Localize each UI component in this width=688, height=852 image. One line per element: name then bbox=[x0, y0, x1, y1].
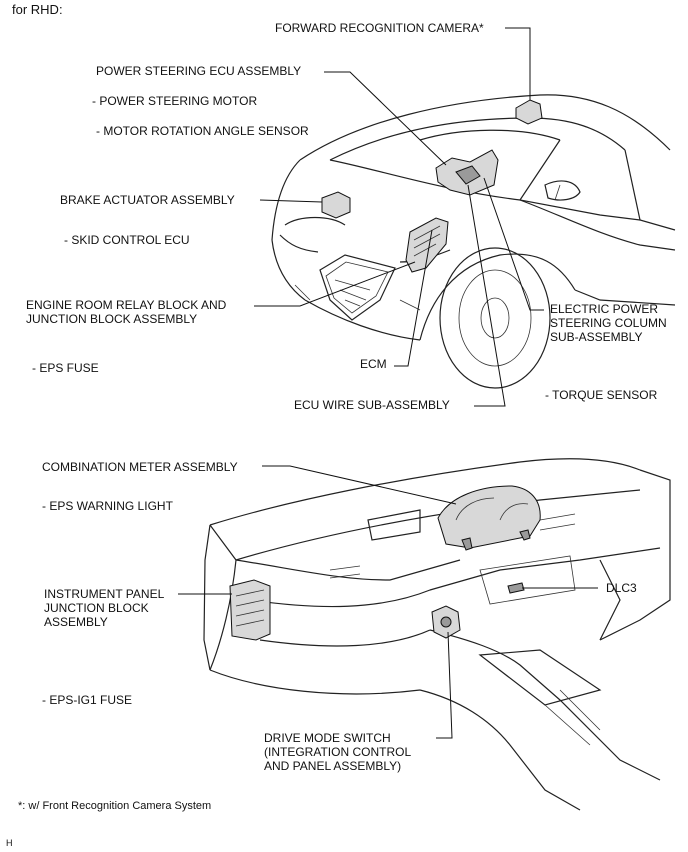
bottom-leader-lines bbox=[178, 465, 598, 739]
corner-mark: H bbox=[6, 838, 13, 848]
variant-label: for RHD: bbox=[12, 2, 63, 17]
label-eps-column-line2: STEERING COLUMN bbox=[550, 316, 667, 330]
label-dlc3: DLC3 bbox=[606, 581, 637, 595]
label-power-steering-ecu: POWER STEERING ECU ASSEMBLY bbox=[96, 64, 302, 78]
label-motor-rotation-angle-sensor: - MOTOR ROTATION ANGLE SENSOR bbox=[96, 124, 309, 138]
label-eps-fuse: - EPS FUSE bbox=[32, 361, 99, 375]
label-ip-junction-line2: JUNCTION BLOCK bbox=[44, 601, 149, 615]
label-eps-ig1-fuse: - EPS-IG1 FUSE bbox=[42, 693, 133, 707]
label-ip-junction-line3: ASSEMBLY bbox=[44, 615, 108, 629]
top-parts bbox=[321, 99, 543, 273]
label-torque-sensor: - TORQUE SENSOR bbox=[545, 388, 658, 402]
label-engine-room-relay-line2: JUNCTION BLOCK ASSEMBLY bbox=[26, 312, 198, 326]
label-ecm: ECM bbox=[360, 357, 387, 371]
bottom-parts bbox=[229, 485, 541, 641]
label-drive-mode-line1: DRIVE MODE SWITCH bbox=[264, 731, 391, 745]
label-drive-mode-line3: AND PANEL ASSEMBLY) bbox=[264, 759, 402, 773]
label-ip-junction-line1: INSTRUMENT PANEL bbox=[44, 587, 165, 601]
label-drive-mode-line2: (INTEGRATION CONTROL bbox=[264, 745, 412, 759]
label-engine-room-relay-line1: ENGINE ROOM RELAY BLOCK AND bbox=[26, 298, 227, 312]
top-leader-lines bbox=[254, 27, 544, 407]
label-skid-control-ecu: - SKID CONTROL ECU bbox=[64, 233, 190, 247]
label-power-steering-motor: - POWER STEERING MOTOR bbox=[92, 94, 258, 108]
label-eps-warning-light: - EPS WARNING LIGHT bbox=[42, 499, 173, 513]
label-eps-column-line3: SUB-ASSEMBLY bbox=[550, 330, 643, 344]
label-brake-actuator: BRAKE ACTUATOR ASSEMBLY bbox=[60, 193, 235, 207]
label-forward-recognition-camera: FORWARD RECOGNITION CAMERA* bbox=[275, 21, 484, 35]
label-eps-column-line1: ELECTRIC POWER bbox=[550, 302, 659, 316]
footnote: *: w/ Front Recognition Camera System bbox=[18, 800, 212, 812]
label-combination-meter: COMBINATION METER ASSEMBLY bbox=[42, 460, 238, 474]
label-ecu-wire: ECU WIRE SUB-ASSEMBLY bbox=[294, 398, 450, 412]
